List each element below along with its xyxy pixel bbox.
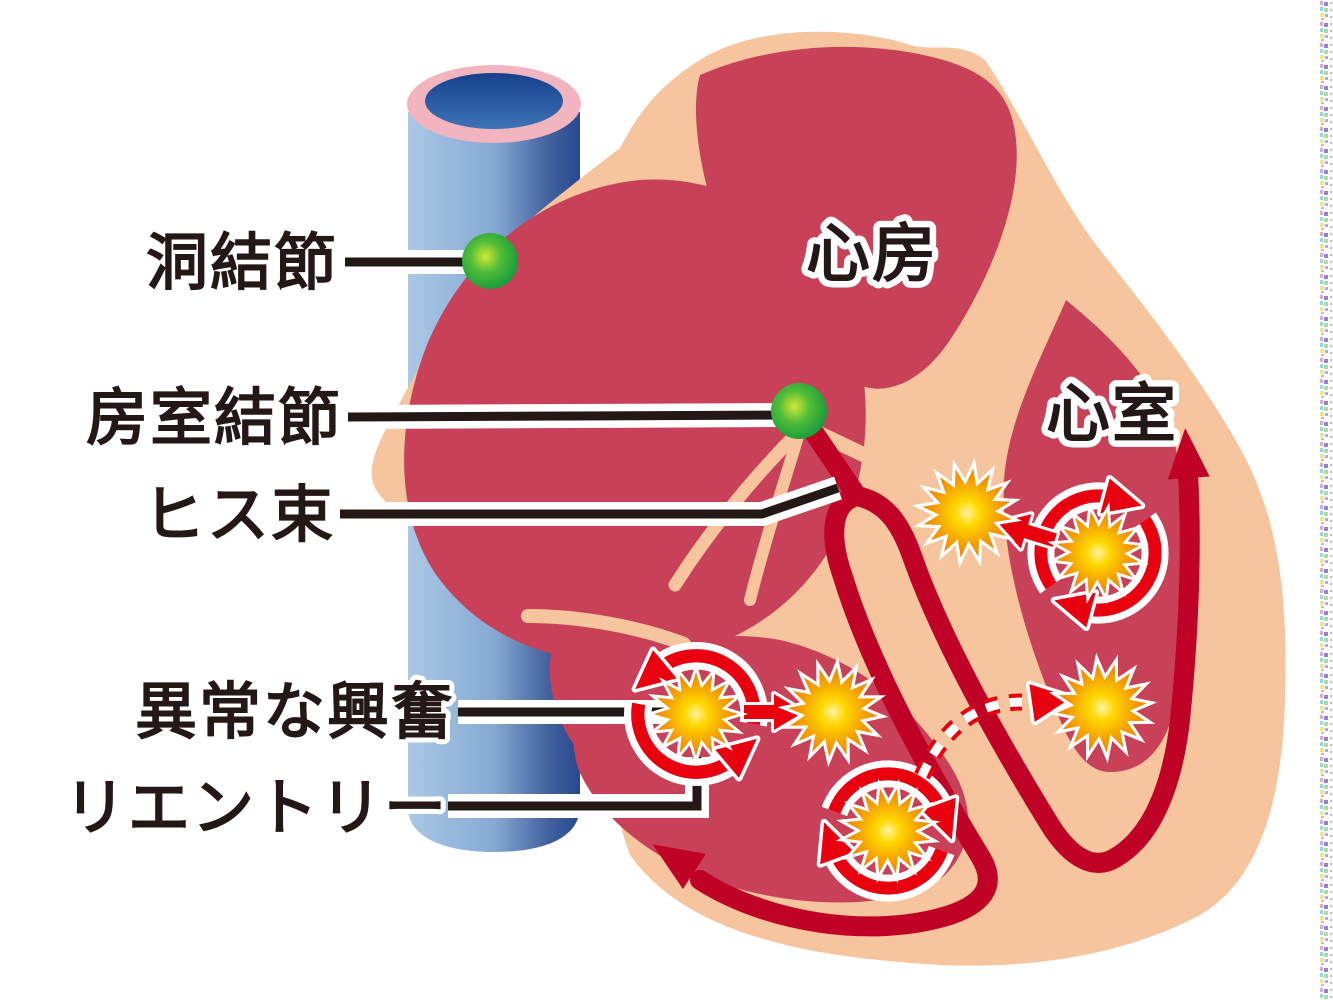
leader-av-node (347, 410, 791, 422)
sinus-node-marker (462, 233, 518, 289)
label-atrium: 心房 (806, 218, 938, 290)
dashed-conduction-arrow (914, 680, 1076, 780)
av-node-marker (771, 383, 827, 439)
left-bundle-branch (690, 486, 998, 937)
dashed-arrowhead (1025, 680, 1076, 726)
vessel-opening (425, 73, 563, 129)
label-his-bundle: ヒス束 (143, 481, 335, 550)
right-branch-arrowhead (1167, 428, 1210, 480)
label-reentry: リエントリー (64, 774, 448, 843)
chamber-atrium-label-region (695, 46, 1017, 389)
leader-his-bundle (340, 483, 840, 519)
right-bundle-branch (847, 464, 1200, 873)
watermark-strip (1320, 0, 1333, 1000)
excitation-burst-icon (654, 672, 738, 756)
strand-1 (521, 609, 691, 651)
label-abnormal-excitation: 異常な興奮 (135, 678, 455, 747)
label-av-node: 房室結節 (86, 384, 342, 453)
wall-strands (521, 417, 983, 651)
label-sinus-node: 洞結節 (146, 229, 338, 298)
label-ventricle: 心室 (1046, 378, 1178, 450)
left-branch-arrowhead (652, 844, 706, 890)
strand-2 (668, 417, 813, 592)
